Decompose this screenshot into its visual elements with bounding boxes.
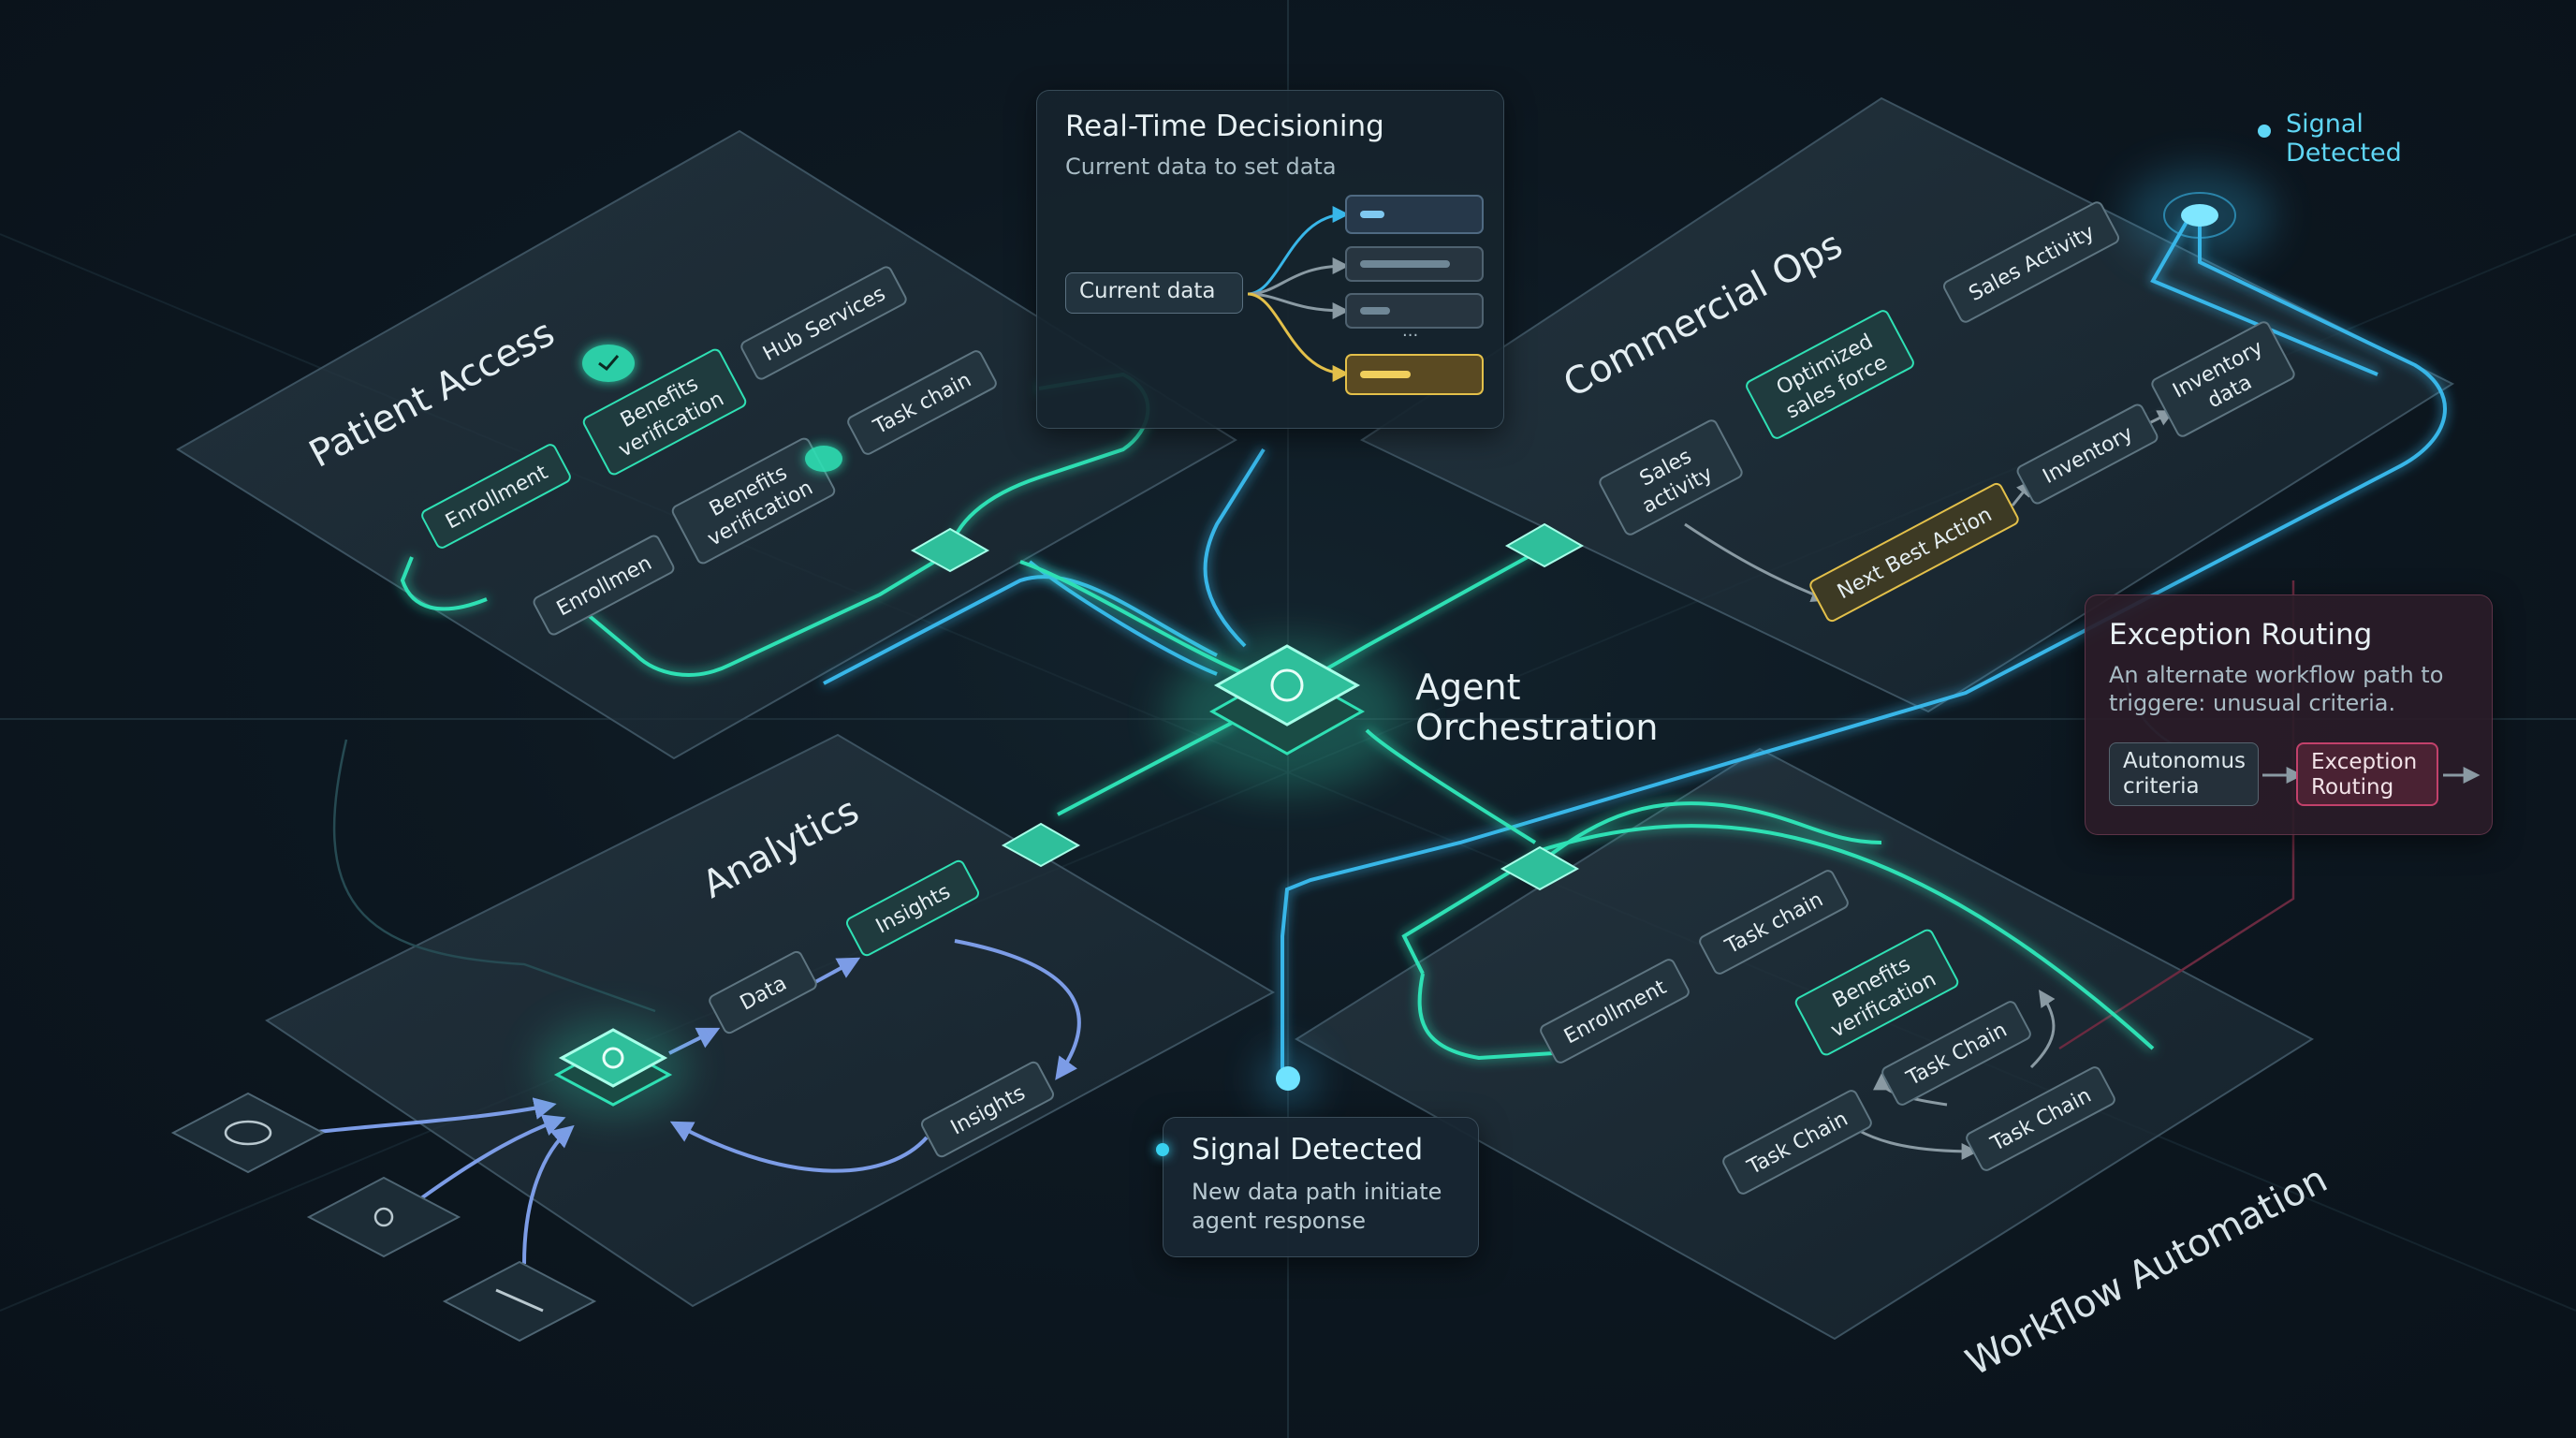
node-task-chain-wf-right[interactable]: Task Chain [1965,1065,2116,1172]
signal-pulse-top [2125,169,2275,262]
node-sales-activity[interactable]: Sales activity [1598,418,1744,536]
autonomous-line2: criteria [2123,774,2200,799]
check-badge-icon [582,345,635,382]
signal-bullet [1156,1143,1169,1156]
decisioning-ellipsis: ... [1402,321,1419,341]
workflow-node-icon [1500,845,1580,891]
database-icon [170,1092,326,1174]
decisioning-panel: Real-Time Decisioning Current data to se… [1036,90,1504,429]
node-inventory-data[interactable]: Inventory data [2150,320,2296,438]
periwinkle-connectors [308,939,1081,1265]
plate-analytics [265,733,1276,1308]
decision-option-1[interactable] [1345,195,1484,234]
check-badge-icon-small [805,446,842,472]
server-icon [442,1260,597,1343]
plate-patient-access [176,129,1237,760]
decision-option-3[interactable] [1345,293,1484,329]
analytics-node-icon [1001,822,1081,868]
exception-panel: Exception Routing An alternate workflow … [2085,594,2493,835]
signal-panel-line2: agent response [1192,1208,1366,1234]
decisioning-subtitle: Current data to set data [1065,154,1337,180]
signal-top-line2: Detected [2286,139,2402,168]
node-benefits-wf[interactable]: Benefits verification [1794,928,1960,1056]
decisioning-branches [1247,195,1484,395]
commercial-node-icon [1504,522,1585,568]
decisioning-title: Real-Time Decisioning [1065,110,1384,143]
workflow-nodes: Task chain Enrollment Benefits verificat… [1540,870,2116,1195]
current-data-chip[interactable]: Current data [1065,272,1243,314]
exception-routing-chip[interactable]: Exception Routing [2296,742,2438,806]
exception-arrow [2262,767,2304,784]
exception-desc-line1: An alternate workflow path to [2109,662,2444,688]
center-hub-icon [1165,641,1409,791]
signal-top-label: Signal Detected [2258,110,2402,168]
autonomous-line1: Autonomus [2123,749,2247,773]
data-source-icons [170,1092,597,1343]
plate-workflow-automation [1295,747,2315,1341]
signal-top-line1: Signal [2286,110,2364,139]
exception-desc-line2: triggere: unusual criteria. [2109,690,2396,716]
analytics-hub-icon [538,1020,688,1114]
signal-panel-line1: New data path initiate [1192,1179,1442,1205]
signal-dot-bottom [1262,1052,1314,1105]
autonomous-criteria-chip[interactable]: Autonomus criteria [2109,742,2259,806]
signal-panel-title: Signal Detected [1192,1133,1424,1167]
center-label: Agent Orchestration [1415,667,1658,748]
hub-cores [538,522,1585,1114]
center-label-line1: Agent [1415,667,1520,708]
exception-out-arrow [2443,767,2481,784]
patient-node-icon [910,527,990,573]
exception-title: Exception Routing [2109,618,2373,652]
signal-top-bullet [2258,125,2271,138]
network-icon [306,1176,461,1258]
routing-line2: Routing [2311,775,2394,800]
center-label-line2: Orchestration [1415,707,1658,748]
decision-option-selected[interactable] [1345,354,1484,395]
signal-detected-panel: Signal Detected New data path initiate a… [1156,1117,1479,1257]
routing-line1: Exception [2311,750,2418,774]
